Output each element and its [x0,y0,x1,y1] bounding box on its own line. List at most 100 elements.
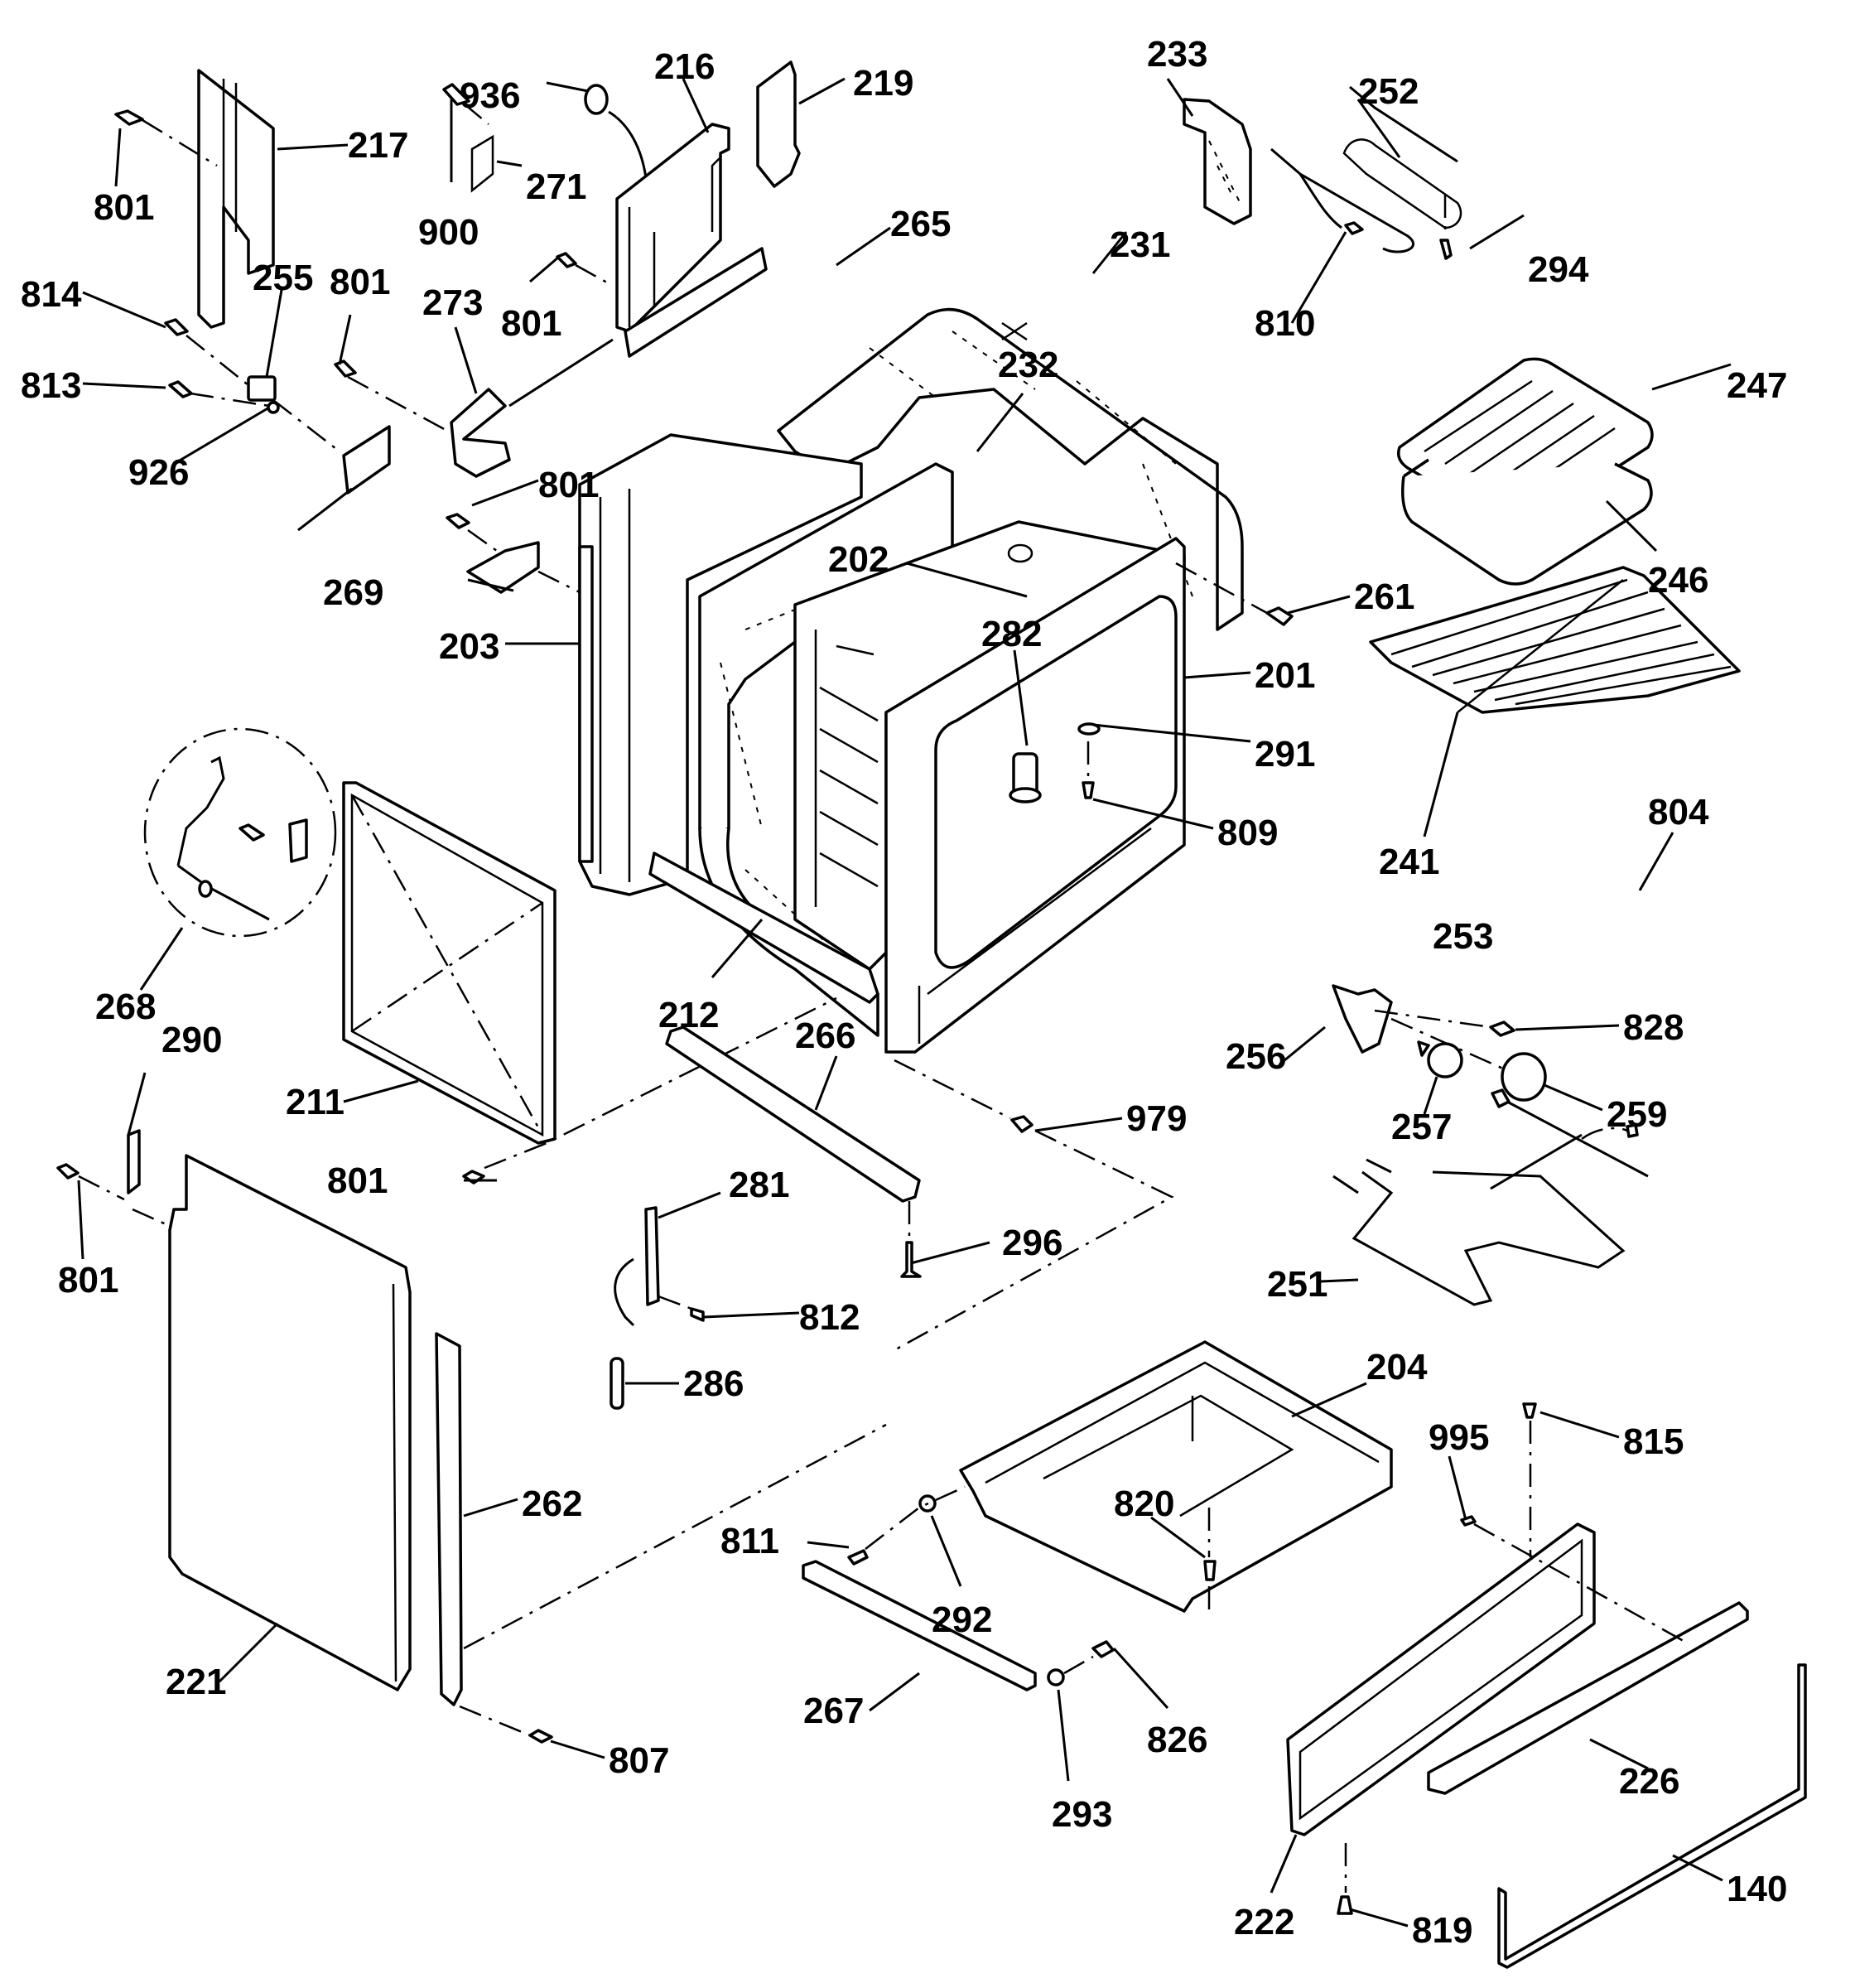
screw-811-icon [847,1549,869,1566]
callout-247: 247 [1727,365,1787,406]
callout-211: 211 [286,1082,344,1122]
callout-926: 926 [128,452,189,493]
callout-296: 296 [1002,1223,1062,1263]
callout-801: 801 [94,187,154,228]
callout-813: 813 [21,365,81,406]
callout-900: 900 [418,212,479,253]
part-140-base-frame [1497,1663,1807,1969]
callout-265: 265 [890,204,951,244]
callout-294: 294 [1528,249,1589,290]
screw-828-icon [1489,1021,1515,1037]
callout-286: 286 [683,1363,744,1404]
screw-820-icon [1203,1560,1217,1581]
callout-212: 212 [658,995,719,1035]
callout-281: 281 [729,1165,789,1205]
part-203-side-panel [578,433,863,896]
part-251-bake-element [1332,1158,1626,1306]
callout-221: 221 [166,1662,226,1702]
callout-807: 807 [609,1740,669,1781]
leveler-296-icon [900,1241,922,1278]
part-232-insulation [698,462,954,1037]
callout-273: 273 [422,282,483,323]
callout-202: 202 [828,539,889,580]
screw-807-icon [528,1729,553,1744]
screw-801b-icon [334,359,357,378]
part-256-lamp-socket [1332,984,1393,1054]
screw-809-icon [1082,781,1095,799]
callout-233: 233 [1147,34,1207,75]
clip-995-icon [1460,1515,1477,1527]
screw-812-icon [690,1307,705,1322]
callout-255: 255 [253,258,313,298]
part-271-plate [470,134,494,193]
screw-813-icon [168,380,193,398]
part-253-sensor [1491,1088,1649,1178]
callout-812: 812 [799,1297,860,1338]
callout-293: 293 [1052,1794,1112,1835]
screw-801c-icon [556,252,577,268]
callout-810: 810 [1255,303,1315,344]
callout-266: 266 [795,1016,855,1056]
callout-246: 246 [1648,560,1708,601]
callout-252: 252 [1358,71,1419,112]
callout-219: 219 [853,63,913,104]
part-226-trim-strip [1427,1601,1749,1795]
callout-826: 826 [1147,1720,1207,1760]
part-211-back-panel [342,781,556,1145]
part-246-broiler-pan [1401,458,1653,586]
callout-936: 936 [460,75,520,116]
callout-815: 815 [1623,1421,1684,1462]
part-255-plate [342,425,391,495]
callout-259: 259 [1607,1094,1667,1135]
part-221-side-panel [168,1154,412,1691]
part-231-insulation-blanket [777,307,1244,631]
part-273-shield [450,388,511,478]
callout-232: 232 [998,345,1058,385]
callout-262: 262 [522,1484,582,1524]
part-252-broil-element [1270,85,1462,253]
part-268-wiring-kit-inset [143,727,337,938]
screw-826-icon [1091,1640,1115,1658]
screw-801f-icon [56,1163,80,1180]
part-293-roller [1047,1668,1065,1686]
callout-222: 222 [1234,1902,1294,1942]
callout-290: 290 [161,1020,222,1060]
callout-261: 261 [1354,577,1414,617]
part-222-drawer-front [1286,1522,1596,1836]
clip-294-icon [1439,239,1453,260]
callout-217: 217 [348,125,408,166]
callout-201: 201 [1255,655,1315,696]
callout-809: 809 [1217,813,1278,853]
part-216-duct [615,123,730,333]
part-291-clip [1077,722,1101,736]
part-286-spring [610,1357,624,1410]
callout-253: 253 [1433,916,1493,957]
screw-801-icon [114,109,144,126]
part-259-lens-cover [1501,1052,1547,1102]
part-979-clip [1010,1115,1034,1133]
part-217-bracket [197,69,275,329]
callout-979: 979 [1126,1098,1187,1139]
callout-204: 204 [1366,1347,1428,1387]
callout-292: 292 [932,1600,992,1640]
callout-216: 216 [654,46,715,87]
callout-257: 257 [1391,1107,1452,1147]
screw-801d-icon [446,513,470,529]
part-265-strip [624,247,768,358]
callout-801: 801 [58,1260,118,1300]
callout-271: 271 [526,166,586,207]
bracket-269-icon [466,541,540,594]
part-257-bulb [1417,1040,1463,1078]
callout-819: 819 [1412,1910,1472,1951]
callout-282: 282 [981,614,1042,654]
callout-291: 291 [1255,734,1315,774]
screw-815-icon [1522,1402,1537,1419]
callout-203: 203 [439,626,499,667]
callout-828: 828 [1623,1007,1684,1048]
part-266-rail [665,1025,921,1203]
callout-801: 801 [327,1160,388,1201]
callout-268: 268 [95,987,156,1027]
part-282-socket [1009,752,1042,803]
part-219-shield [756,60,801,188]
part-281-hinge [614,1206,660,1327]
